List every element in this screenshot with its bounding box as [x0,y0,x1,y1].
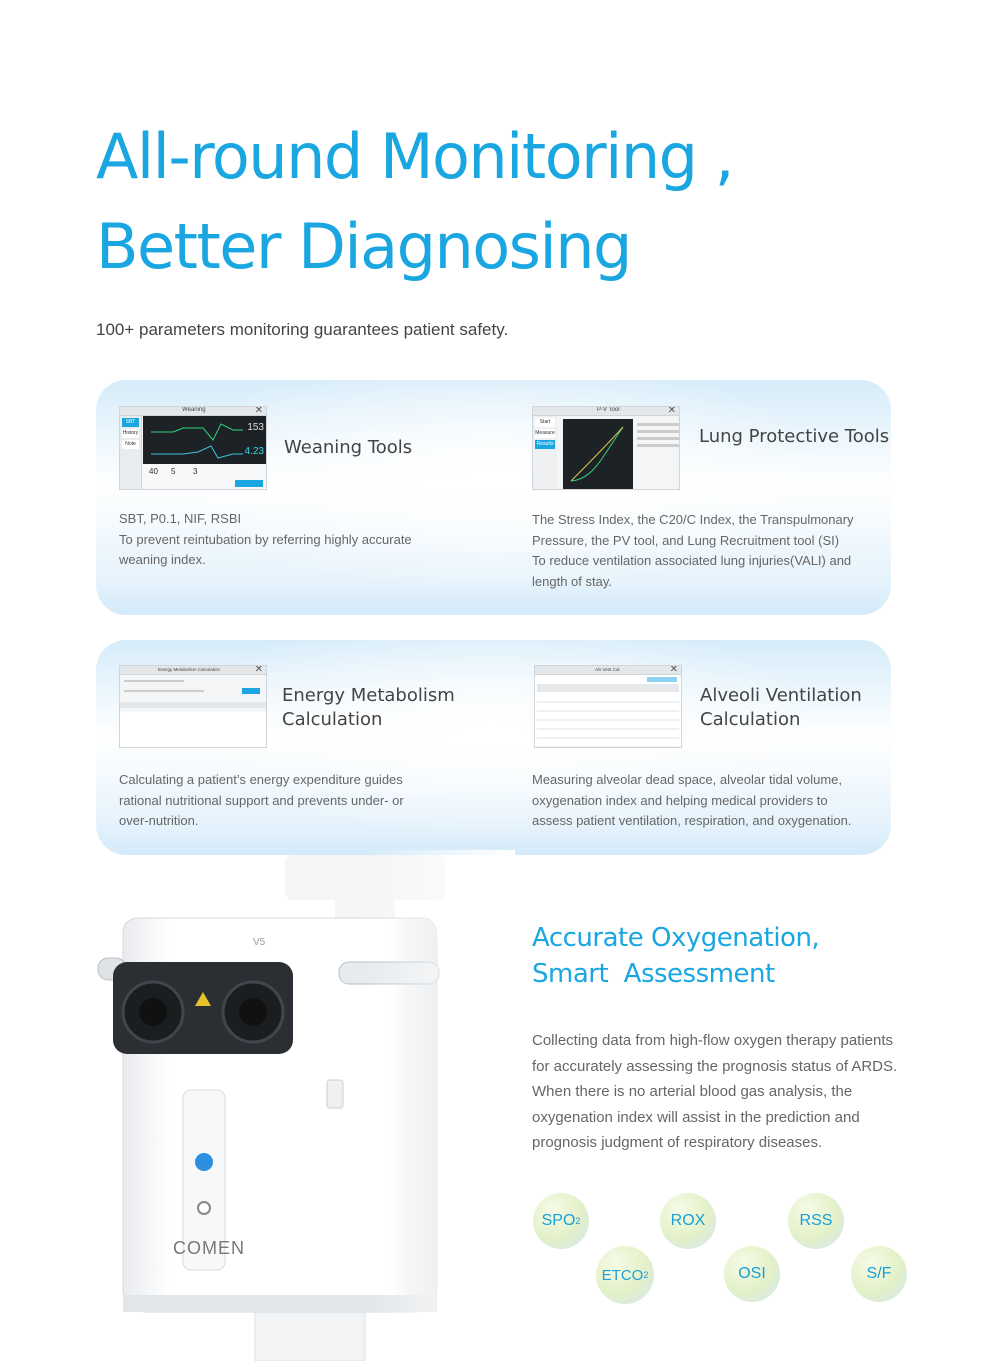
tab-note: Note [122,440,139,449]
bubble-label: ROX [670,1212,706,1229]
desc-line: Measuring alveolar dead space, alveolar … [532,772,843,787]
desc-line: assess patient ventilation, respiration,… [532,813,852,828]
bubble-sub: 2 [575,1216,581,1226]
feature-desc-energy: Calculating a patient’s energy expenditu… [119,770,479,832]
desc-line: rational nutritional support and prevent… [119,792,404,808]
desc-line: The Stress Index, the C20/C Index, the T… [532,512,854,527]
body-line: When there is no arterial blood gas anal… [532,1083,853,1100]
alveoli-screen-thumbnail: Alv Vent Cal ✕ [534,665,682,748]
title-line: Energy Metabolism [282,685,455,706]
feature-desc-alveoli: Measuring alveolar dead space, alveolar … [532,770,887,832]
desc-line: oxygenation index and helping medical pr… [532,792,828,808]
title-line: Calculation [282,709,383,730]
tab-start: Start [535,418,555,427]
oxygenation-title: Accurate Oxygenation, Smart Assessment [532,920,820,992]
desc-line: SBT, P0.1, NIF, RSBI [119,511,242,526]
weaning-screen-title: Weaning [182,407,206,413]
close-icon: ✕ [254,406,263,416]
close-icon: ✕ [669,665,678,675]
title-line-1: All-round Monitoring , [96,120,734,193]
feature-title-lung-protective: Lung Protective Tools [699,426,890,447]
close-icon: ✕ [254,665,263,675]
body-line: oxygenation index will assist in the pre… [532,1108,860,1126]
title-line: Calculation [700,709,801,730]
title-line-2: Better Diagnosing [96,210,632,283]
ventilator-device-image: V5 COMEN [95,850,515,1361]
weaning-cell-3: 3 [193,467,198,476]
desc-line: To prevent reintubation by referring hig… [119,531,412,547]
bubble-rox: ROX [660,1193,716,1249]
section-title-line: Smart Assessment [532,959,775,989]
close-icon: ✕ [667,406,676,416]
tab-measure: Measure [535,429,555,438]
alveoli-screen-title: Alv Vent Cal [595,667,620,672]
weaning-waveform [151,423,243,459]
pv-tool-screen-thumbnail: P-V Tool ✕ Start Measure Results [532,406,680,490]
title-line: Alveoli Ventilation [700,685,862,706]
tab-sbt: SBT [122,418,139,427]
bubble-label: S/F [866,1265,892,1282]
body-line: Collecting data from high-flow oxygen th… [532,1032,894,1049]
weaning-screen-thumbnail: Weaning✕ SBT History Note 153 4.23 40 5 … [119,406,267,490]
body-line: for accurately assessing the prognosis s… [532,1057,898,1075]
weaning-value-1: 153 [247,422,264,433]
desc-line: To reduce ventilation associated lung in… [532,553,852,568]
bubble-label: ETCO [601,1266,644,1284]
section-title-line: Accurate Oxygenation, [532,923,820,953]
device-model-label: V5 [253,937,266,948]
tab-history: History [122,429,139,438]
energy-screen-thumbnail: Energy Metabolism Calculation ✕ [119,665,267,748]
feature-desc-weaning: SBT, P0.1, NIF, RSBI To prevent reintuba… [119,509,479,571]
bubble-label: RSS [799,1212,833,1229]
bubble-label: SPO [541,1212,576,1229]
pv-screen-title: P-V Tool [597,407,620,413]
page-subtitle: 100+ parameters monitoring guarantees pa… [96,320,509,339]
bubble-label: OSI [738,1265,766,1282]
feature-desc-lung-protective: The Stress Index, the C20/C Index, the T… [532,510,882,592]
bubble-osi: OSI [724,1246,780,1302]
bubble-rss: RSS [788,1193,844,1249]
desc-line: over-nutrition. [119,813,199,828]
device-brand-logo: COMEN [173,1238,245,1258]
weaning-value-2: 4.23 [244,446,264,457]
bubble-sub: 2 [643,1270,649,1280]
oxygenation-body: Collecting data from high-flow oxygen th… [532,1028,912,1156]
desc-line: weaning index. [119,552,206,567]
energy-screen-title: Energy Metabolism Calculation [158,667,221,672]
feature-title-alveoli: Alveoli Ventilation Calculation [700,684,862,732]
weaning-cell-1: 40 [149,467,158,476]
desc-line: Pressure, the PV tool, and Lung Recruitm… [532,532,840,548]
feature-title-weaning: Weaning Tools [284,437,413,458]
desc-line: Calculating a patient’s energy expenditu… [119,772,403,787]
weaning-cell-2: 5 [171,467,176,476]
desc-line: length of stay. [532,573,612,589]
page-title: All-round Monitoring , Better Diagnosing [96,112,916,292]
feature-title-energy: Energy Metabolism Calculation [282,684,455,732]
tab-results: Results [535,440,555,449]
pv-curve [570,426,624,482]
bubble-sf: S/F [851,1246,907,1302]
body-line: prognosis judgment of respiratory diseas… [532,1134,823,1151]
